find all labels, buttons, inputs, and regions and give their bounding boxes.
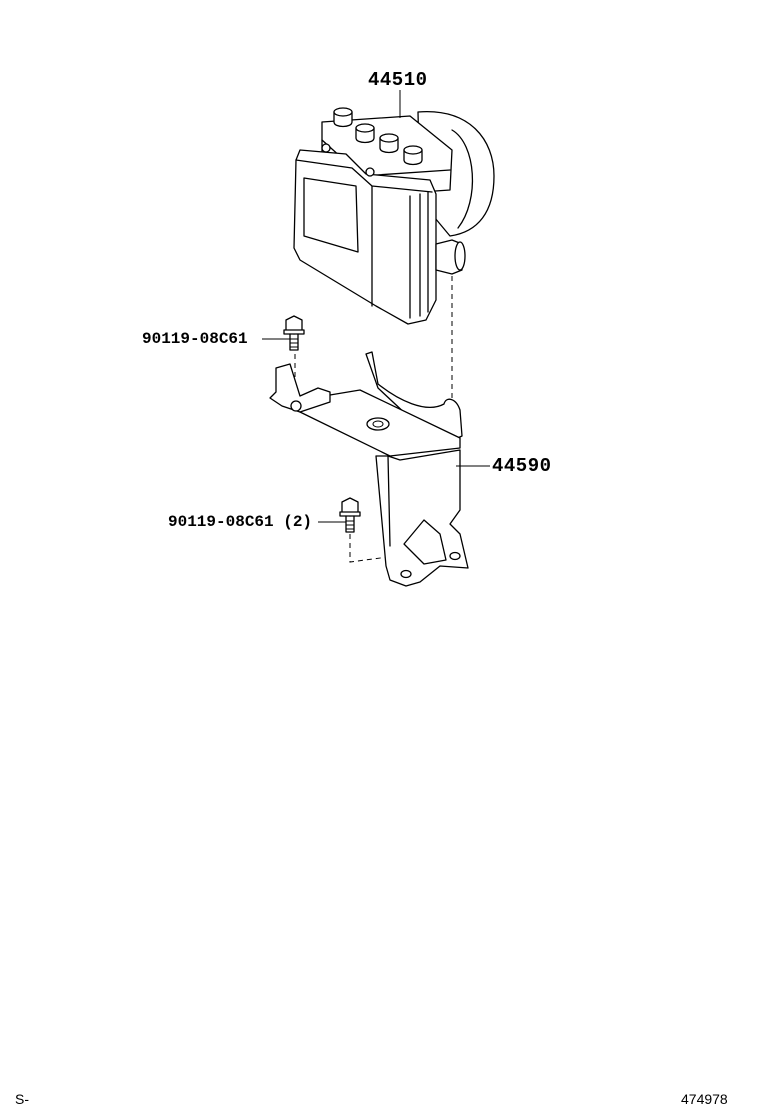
upper-bolt-drawing — [283, 315, 305, 351]
valve-caps — [333, 107, 423, 166]
lower-bolt-drawing — [339, 497, 361, 533]
callout-bolt-lower[interactable]: 90119-08C61 (2) — [168, 513, 313, 531]
footer-left-code: S- — [15, 1091, 29, 1107]
illustration-number: 474978 — [681, 1091, 728, 1107]
abs-actuator-drawing — [293, 107, 495, 325]
callout-44510[interactable]: 44510 — [368, 69, 428, 91]
bracket-drawing — [269, 351, 469, 587]
callout-bolt-upper[interactable]: 90119-08C61 — [142, 330, 248, 348]
callout-44590[interactable]: 44590 — [492, 455, 552, 477]
